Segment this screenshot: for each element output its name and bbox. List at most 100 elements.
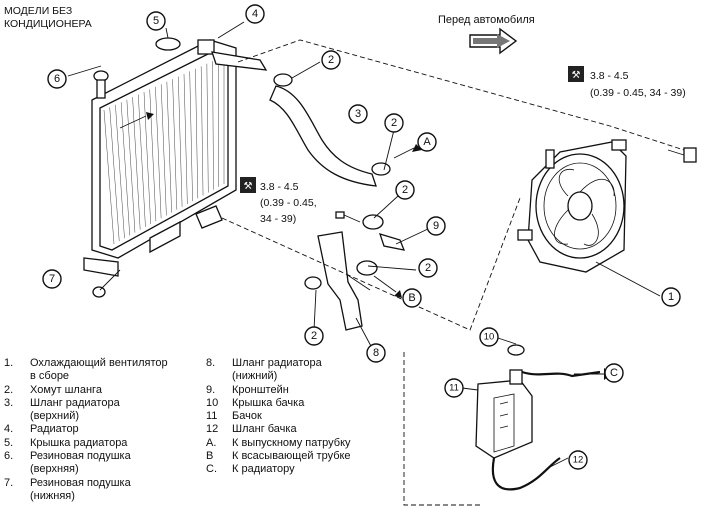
legend-key: 4.: [4, 423, 14, 436]
radiator-fin: [120, 102, 130, 236]
svg-text:11: 11: [449, 383, 459, 394]
svg-text:4: 4: [252, 8, 258, 20]
cooling-fan-assembly: [517, 139, 627, 273]
legend-text: Кронштейн: [232, 384, 289, 397]
radiator-fin: [132, 97, 141, 230]
legend-text-line: (нижний): [232, 370, 278, 383]
callout-C: C: [604, 363, 624, 383]
callout-6: 6: [47, 69, 67, 89]
legend-item: 6. Резиновая подушка(верхняя): [4, 450, 204, 477]
radiator-fin: [183, 73, 188, 205]
torque-1-value: 3.8 - 4.5: [590, 70, 629, 82]
callout-12: 12: [568, 450, 588, 470]
svg-text:1: 1: [668, 291, 674, 303]
svg-text:3: 3: [355, 108, 361, 120]
legend-key: 2.: [4, 383, 14, 396]
radiator-fin: [212, 61, 214, 190]
legend-text-line: Бачок: [232, 410, 262, 423]
radiator-fin: [195, 68, 199, 199]
legend-text: К выпускному патрубку: [232, 437, 351, 450]
hose-clamp-lower-b: [356, 260, 378, 276]
radiator-fin: [115, 104, 125, 239]
legend-item: C.К радиатору: [206, 463, 396, 476]
callout-8: 8: [366, 343, 386, 363]
legend-item: 5.Крышка радиатора: [4, 437, 204, 450]
legend-text-line: (верхняя): [30, 463, 79, 476]
legend-text-line: Резиновая подушка: [30, 476, 131, 489]
legend-key: 8.: [206, 357, 216, 369]
legend-text-line: (нижняя): [30, 489, 75, 502]
torque-spec-1: ⚒ 3.8 - 4.5 (0.39 - 0.45, 34 - 39): [568, 66, 686, 99]
radiator-fin: [206, 63, 209, 193]
lower-radiator-hose: [317, 231, 363, 331]
legend-text: Хомут шланга: [30, 384, 102, 397]
legend-key: 7.: [4, 476, 14, 489]
svg-text:A: A: [423, 136, 431, 148]
callout-4: 4: [245, 4, 265, 24]
radiator-fin: [103, 109, 115, 245]
legend-item: 8.Шланг радиатора(нижний): [206, 357, 396, 384]
legend-text-line: Радиатор: [30, 423, 79, 436]
legend-text: Крышка бачка: [232, 397, 304, 410]
model-label-line2: КОНДИЦИОНЕРА: [4, 18, 92, 30]
callout-7: 7: [42, 269, 62, 289]
legend-text: Шланг бачка: [232, 423, 297, 436]
radiator-fin: [200, 66, 204, 196]
legend-text-line: Хомут шланга: [30, 383, 102, 396]
radiator: [83, 37, 268, 298]
legend-text-line: Крышка бачка: [232, 396, 305, 409]
hose-clamp-lower-c: [304, 276, 322, 290]
legend-text: Радиатор: [30, 423, 79, 436]
svg-text:2: 2: [425, 262, 431, 274]
callout-3: 3: [348, 104, 368, 124]
legend-text: Резиновая подушка(нижняя): [30, 477, 131, 504]
callout-2c: 2: [395, 180, 415, 200]
legend-text-line: Резиновая подушка: [30, 450, 131, 463]
hose-clamp-upper-b: [371, 162, 391, 176]
svg-text:2: 2: [311, 330, 317, 342]
front-direction-arrow-icon: [469, 27, 518, 55]
legend-key: 5.: [4, 436, 14, 449]
torque-2-detail: (0.39 - 0.45,: [260, 197, 317, 209]
radiator-fin: [178, 76, 183, 207]
svg-text:2: 2: [328, 54, 334, 66]
hose-clamp-lower-a: [362, 214, 384, 230]
radiator-fin: [172, 79, 178, 210]
legend-key: 6.: [4, 450, 14, 463]
svg-text:12: 12: [573, 455, 584, 466]
legend-item: 10 Крышка бачка: [206, 397, 396, 410]
legend-text-line: К радиатору: [232, 463, 295, 476]
legend-text-line: Шланг бачка: [232, 423, 297, 436]
front-of-car-label: Перед автомобиля: [438, 14, 535, 26]
callout-A: A: [417, 132, 437, 152]
radiator-fin: [138, 94, 146, 227]
legend-text: К радиатору: [232, 463, 295, 476]
radiator-fin: [149, 89, 157, 222]
torque-wrench-icon: ⚒: [572, 70, 581, 81]
legend-item: 3.Шланг радиатора(верхний): [4, 397, 204, 424]
svg-text:B: B: [408, 292, 415, 304]
svg-text:10: 10: [484, 332, 495, 343]
radiator-cap: [155, 37, 181, 51]
callout-2d: 2: [418, 258, 438, 278]
bolt-icon: [335, 211, 361, 223]
legend-key: 10: [206, 396, 219, 409]
svg-text:6: 6: [54, 73, 60, 85]
svg-text:5: 5: [153, 15, 159, 27]
legend-key: A.: [206, 436, 217, 449]
svg-text:9: 9: [433, 220, 439, 232]
legend-item: A. К выпускному патрубку: [206, 437, 396, 450]
svg-text:2: 2: [402, 184, 408, 196]
legend-item: 7. Резиновая подушка(нижняя): [4, 477, 204, 504]
legend-text: Шланг радиатора(верхний): [30, 397, 120, 424]
legend-text: К всасывающей трубке: [232, 450, 351, 463]
callout-1: 1: [661, 287, 681, 307]
model-label-line1: МОДЕЛИ БЕЗ: [4, 5, 72, 17]
